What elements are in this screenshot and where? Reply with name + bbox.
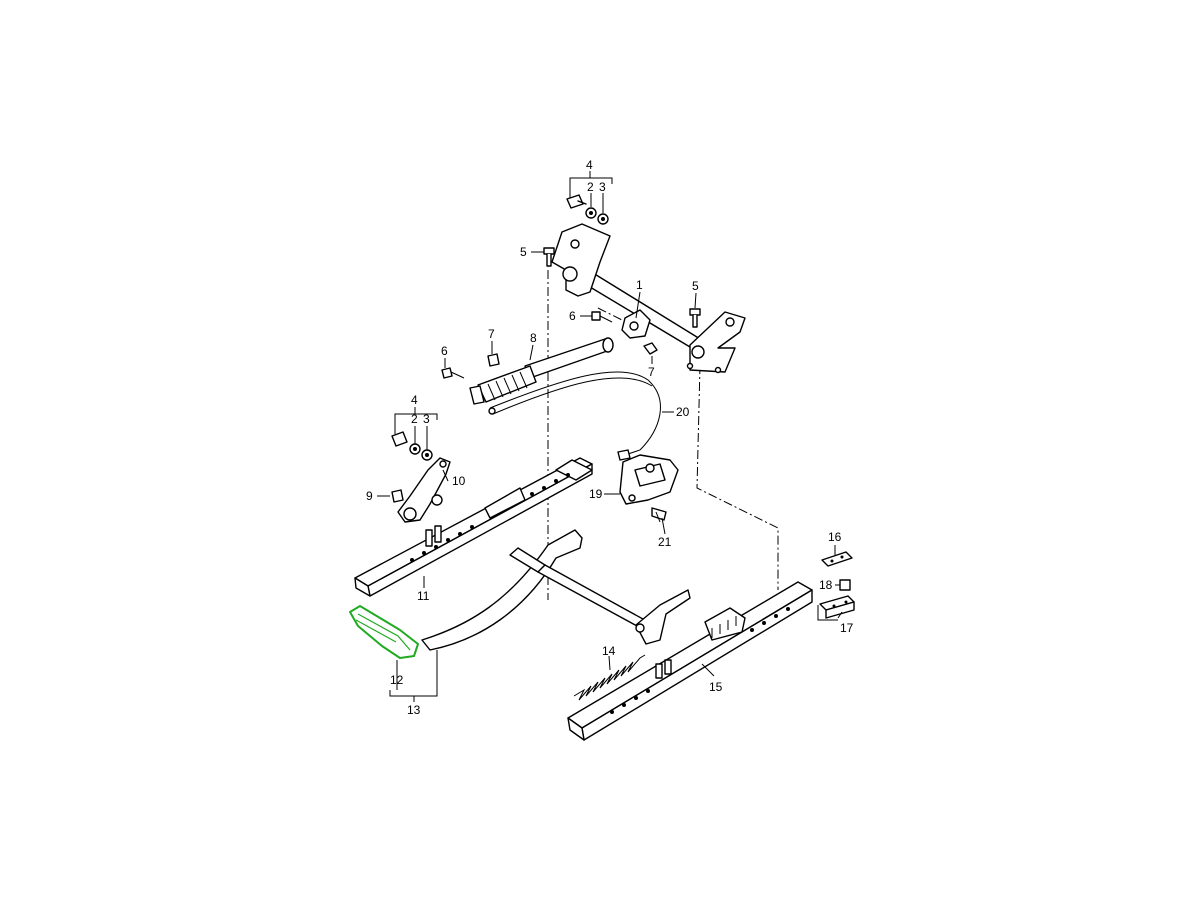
callout-labels: 4 2 3 5 1 5 6 7 8 6 7 20 4 2 3 10 9 19 2… [366, 158, 854, 717]
nut-9 [391, 489, 404, 503]
callout-12: 12 [390, 673, 404, 687]
callout-15: 15 [709, 680, 723, 694]
callout-7-right: 7 [648, 365, 655, 379]
callout-6-left: 6 [441, 344, 448, 358]
part-13-crossbar [421, 529, 691, 651]
callout-10: 10 [452, 474, 466, 488]
part-8-gas-strut [469, 337, 614, 405]
callout-8: 8 [530, 331, 537, 345]
part-14-spring [573, 654, 646, 701]
part-11-left-rail [354, 457, 593, 597]
nut-3-left [421, 449, 433, 461]
callout-21: 21 [658, 535, 672, 549]
callout-19: 19 [589, 487, 603, 501]
callout-1: 1 [636, 278, 643, 292]
callout-4-left: 4 [411, 393, 418, 407]
washer-2-top [585, 207, 597, 219]
callout-20: 20 [676, 405, 690, 419]
callout-14: 14 [602, 644, 616, 658]
callout-4-top: 4 [586, 158, 593, 172]
callout-5-right: 5 [692, 279, 699, 293]
rail-15-holes [610, 607, 790, 714]
callout-5-left: 5 [520, 245, 527, 259]
part-10-lever-bracket [397, 457, 451, 523]
bolt-5-left [543, 247, 555, 267]
rail-11-holes [410, 473, 570, 562]
callout-18: 18 [819, 578, 833, 592]
bolt-6-top [591, 311, 613, 323]
nut-3-top [597, 213, 609, 225]
callout-7-left: 7 [488, 327, 495, 341]
callout-6-top: 6 [569, 309, 576, 323]
washer-2-left [409, 443, 421, 455]
nut-7-left [487, 353, 500, 367]
part-16-clip [821, 551, 853, 567]
part-17-bracket [819, 595, 855, 619]
callout-13: 13 [407, 703, 421, 717]
part-15-right-rail [567, 581, 813, 741]
callout-17: 17 [840, 621, 854, 635]
callout-3-left: 3 [423, 412, 430, 426]
bolt-6-left [441, 367, 465, 379]
part-18-bolt [839, 579, 851, 591]
bolt-5-right [689, 308, 701, 328]
callout-3-top: 3 [599, 180, 606, 194]
callout-11: 11 [417, 589, 430, 603]
callout-16: 16 [828, 530, 842, 544]
bolt-4-left [391, 431, 408, 447]
bolt-4-top [566, 194, 587, 209]
part-12-pad-highlighted [349, 605, 419, 659]
callout-2-left: 2 [411, 412, 418, 426]
callout-9: 9 [366, 489, 373, 503]
part-19-latch [619, 454, 679, 505]
screw-21 [651, 507, 667, 523]
part-20-cable [488, 371, 661, 461]
leader-lines [377, 171, 843, 702]
callout-2-top: 2 [587, 180, 594, 194]
nut-7-right [643, 342, 658, 355]
